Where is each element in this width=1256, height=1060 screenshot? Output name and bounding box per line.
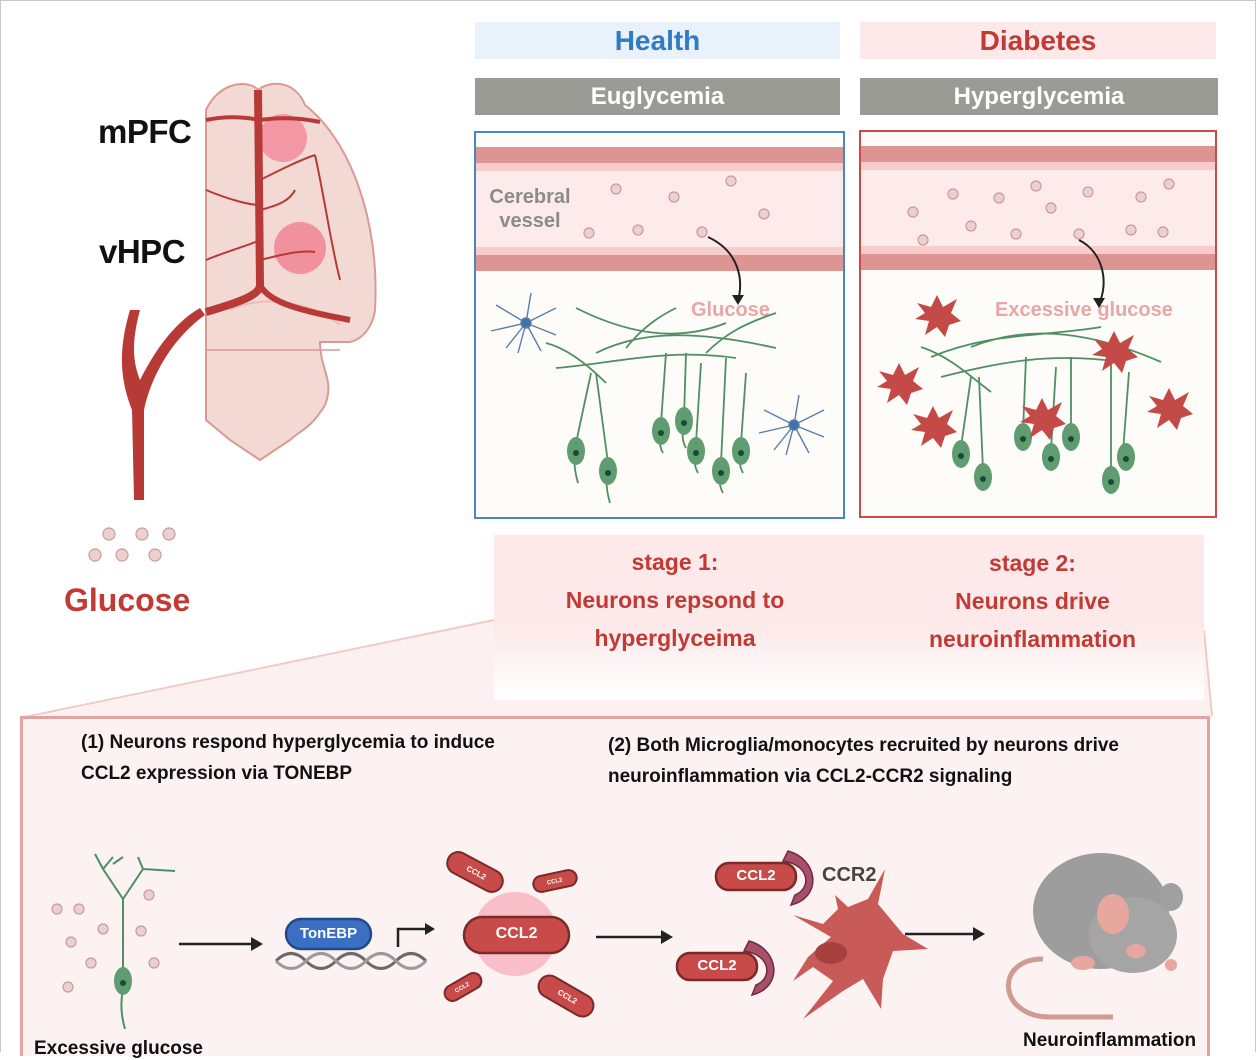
vessel-wall-top — [476, 147, 843, 163]
ccl2-main-shape — [462, 915, 571, 955]
brain-illustration — [121, 82, 377, 500]
glucose-arrow — [707, 236, 742, 302]
region-label-mpfc: mPFC — [98, 113, 192, 150]
stage-1: stage 1: Neurons repsond to hyperglyceim… — [565, 549, 785, 651]
ccl2-bound-shape — [714, 861, 798, 892]
svg-text:CCL2: CCL2 — [547, 877, 564, 886]
dna-icon — [274, 952, 428, 970]
neuron-somas — [952, 423, 1135, 494]
ccr2-receptor — [742, 940, 775, 997]
arrow-right-icon — [179, 937, 263, 951]
vessel-lumen — [476, 163, 843, 255]
ccl2-small-shapes — [443, 851, 595, 1018]
stages-banner — [494, 535, 1204, 700]
artery — [121, 308, 205, 500]
glucose-label: Glucose — [64, 582, 191, 618]
glucose-label-diabetes: Excessive glucose — [995, 299, 1173, 321]
vessel-wall-bottom — [476, 255, 843, 271]
activated-microglia — [877, 295, 1193, 448]
header-health: Health — [475, 22, 840, 59]
ccr2-label: CCR2 — [822, 864, 877, 886]
glucose-label-health: Glucose — [691, 299, 770, 321]
panel-diabetes: Excessive glucose — [859, 130, 1217, 518]
ccl2-bound-label-top: CCL2 — [736, 867, 776, 884]
neurons — [545, 307, 777, 504]
mouse-icon — [1005, 853, 1183, 1020]
vhpc-hotspot — [274, 222, 326, 274]
mechanism-scene: CCL2 CCL2 CCL2 CCL2 — [51, 850, 1183, 1030]
ccl2-bound-label-bottom: CCL2 — [697, 957, 737, 974]
health-scene — [490, 175, 825, 504]
condition-hyperglycemia: Hyperglycemia — [860, 78, 1218, 115]
astrocyte — [490, 292, 825, 456]
vessel-wall-bottom — [861, 254, 1215, 270]
mechanism-panel: (1) Neurons respond hyperglycemia to ind… — [20, 716, 1210, 1059]
vessel-label: Cerebral vessel — [489, 186, 571, 232]
glucose-arrow — [1078, 239, 1105, 305]
step-2-text: (2) Both Microglia/monocytes recruited b… — [608, 735, 1119, 787]
region-label-vhpc: vHPC — [99, 233, 186, 270]
vessel-wall-top — [861, 146, 1215, 162]
stage-2: stage 2: Neurons drive neuroinflammation — [928, 550, 1136, 652]
header-diabetes: Diabetes — [860, 22, 1216, 59]
arrow-right-icon — [905, 927, 985, 941]
step-1-text: (1) Neurons respond hyperglycemia to ind… — [81, 732, 495, 784]
caption-excessive-glucose: Excessive glucose — [34, 1038, 203, 1059]
condition-euglycemia: Euglycemia — [475, 78, 840, 115]
arrow-right-icon — [596, 930, 673, 944]
mpfc-hotspot — [259, 114, 307, 162]
glucose-particles — [51, 889, 160, 993]
ccl2-main-label: CCL2 — [495, 925, 538, 942]
microglia-shape — [793, 869, 928, 1019]
glucose-dots — [88, 527, 176, 562]
neuron-icon — [94, 853, 176, 1030]
tonebp-shape — [284, 917, 373, 951]
panel-health: Cerebral vessel Glucose — [474, 131, 845, 519]
glucose-particles — [583, 175, 770, 239]
promoter-arrow-icon — [396, 923, 435, 947]
glucose-particles — [907, 178, 1175, 246]
tonebp-label: TonEBP — [299, 925, 358, 942]
diabetes-scene — [877, 178, 1193, 494]
caption-neuroinflammation: Neuroinflammation — [1023, 1030, 1197, 1051]
ccr2-receptor — [781, 850, 814, 907]
ccl2-bound-shape — [675, 951, 759, 982]
